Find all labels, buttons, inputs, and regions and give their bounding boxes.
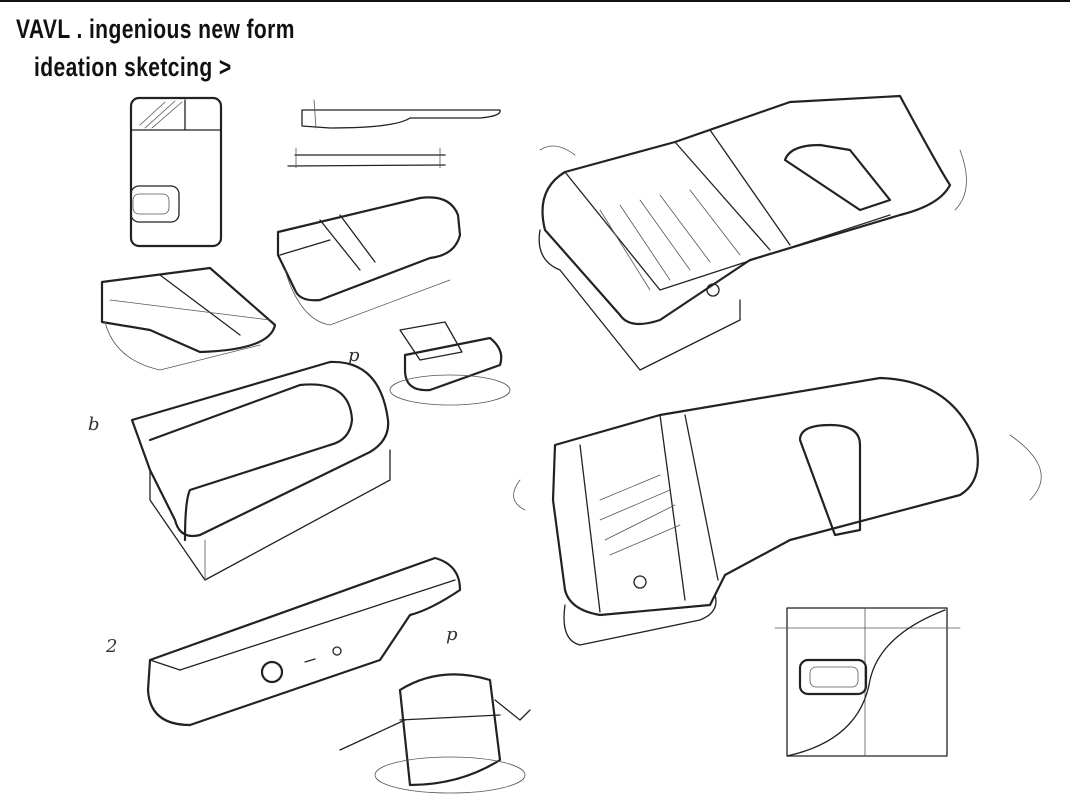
annotation-mark: 2 <box>106 636 118 657</box>
sketch-small-perspective <box>100 196 462 371</box>
sketch-grinder <box>339 673 531 794</box>
sketch-elevation-box <box>774 607 961 757</box>
top-border <box>0 0 1070 2</box>
sketch-bar-view <box>146 556 462 727</box>
sketch-front-view <box>129 96 223 248</box>
annotation-mark: b <box>88 414 100 435</box>
sketch-large-perspective-bottom <box>513 376 1042 646</box>
sketch-medium-perspective <box>130 360 391 581</box>
sheet-subtitle: ideation sketcing > <box>34 52 232 82</box>
annotation-mark: p <box>348 345 360 366</box>
sketch-open-state <box>389 321 511 406</box>
annotation-mark: p <box>446 624 458 645</box>
sketch-large-perspective-top <box>538 94 967 371</box>
sheet-title: VAVL . ingenious new form <box>16 14 295 44</box>
sketch-side-profile <box>287 99 501 169</box>
